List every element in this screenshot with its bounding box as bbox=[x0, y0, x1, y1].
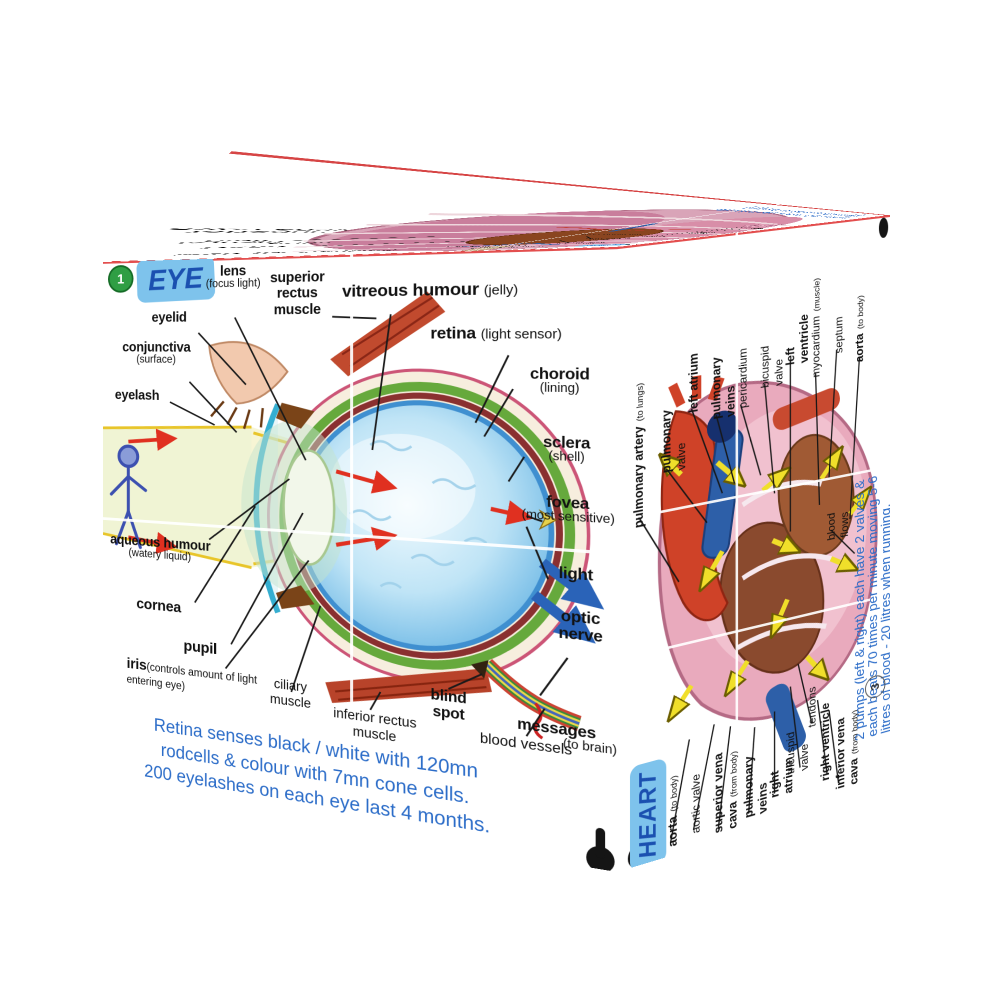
label-lens: lens(focus light) bbox=[205, 263, 261, 291]
eye-illustration bbox=[103, 247, 617, 872]
label-myocardium: myocardium (muscle) bbox=[810, 277, 823, 379]
light-beam bbox=[103, 422, 252, 568]
cube-face-eye: 1 EYE lens(focus light) superior rectus … bbox=[103, 247, 617, 872]
heart-illustration bbox=[617, 215, 890, 872]
eyelashes bbox=[211, 401, 263, 429]
stick-figure bbox=[111, 445, 145, 547]
label-retina: retina (light sensor) bbox=[430, 324, 562, 343]
atrium-shape bbox=[770, 423, 862, 568]
lungs-illustration bbox=[103, 150, 890, 262]
heart-caption: 2 pumps (left & right) each have 2 valve… bbox=[852, 474, 890, 743]
label-right-ventricle: right ventricle bbox=[820, 701, 832, 783]
label-red-blood-cells: red blood cells bbox=[574, 233, 646, 235]
label-septum: septum bbox=[833, 315, 846, 355]
eye-title-badge: EYE bbox=[136, 255, 216, 304]
label-sclera: sclera(shell) bbox=[543, 434, 591, 465]
label-tendons: tendons bbox=[806, 685, 819, 729]
label-left-atrium: left atrium bbox=[688, 352, 701, 414]
left-ventricle-shape bbox=[704, 503, 838, 694]
label-fovea: fovea(most sensitive) bbox=[521, 493, 615, 528]
label-aorta-top: aorta (to body) bbox=[854, 294, 866, 363]
label-vitreous-humour: vitreous humour (jelly) bbox=[342, 279, 519, 301]
label-optic-nerve: optic nerve bbox=[558, 607, 603, 647]
label-pulmonary-artery: pulmonary artery (to lungs) bbox=[633, 382, 647, 530]
label-eyelid: eyelid bbox=[151, 310, 187, 326]
label-choroid: choroid(lining) bbox=[529, 366, 590, 396]
heart-title-badge: HEART bbox=[629, 757, 667, 872]
label-pericardium: pericardium bbox=[737, 347, 750, 410]
label-aorta-bottom: aorta (to body) bbox=[667, 774, 680, 849]
lens-shape bbox=[284, 450, 335, 567]
cube-face-lungs: windpipe air flow jugular veins bronchio… bbox=[102, 150, 890, 262]
label-superior-rectus: superior rectus muscle bbox=[270, 269, 325, 318]
label-conjunctiva: conjunctiva(surface) bbox=[122, 340, 191, 366]
eyelid-shape bbox=[209, 342, 287, 405]
label-eyelash: eyelash bbox=[114, 387, 160, 404]
label-aortic-valve: aortic valve bbox=[690, 772, 703, 836]
aorta-shape bbox=[662, 403, 728, 631]
